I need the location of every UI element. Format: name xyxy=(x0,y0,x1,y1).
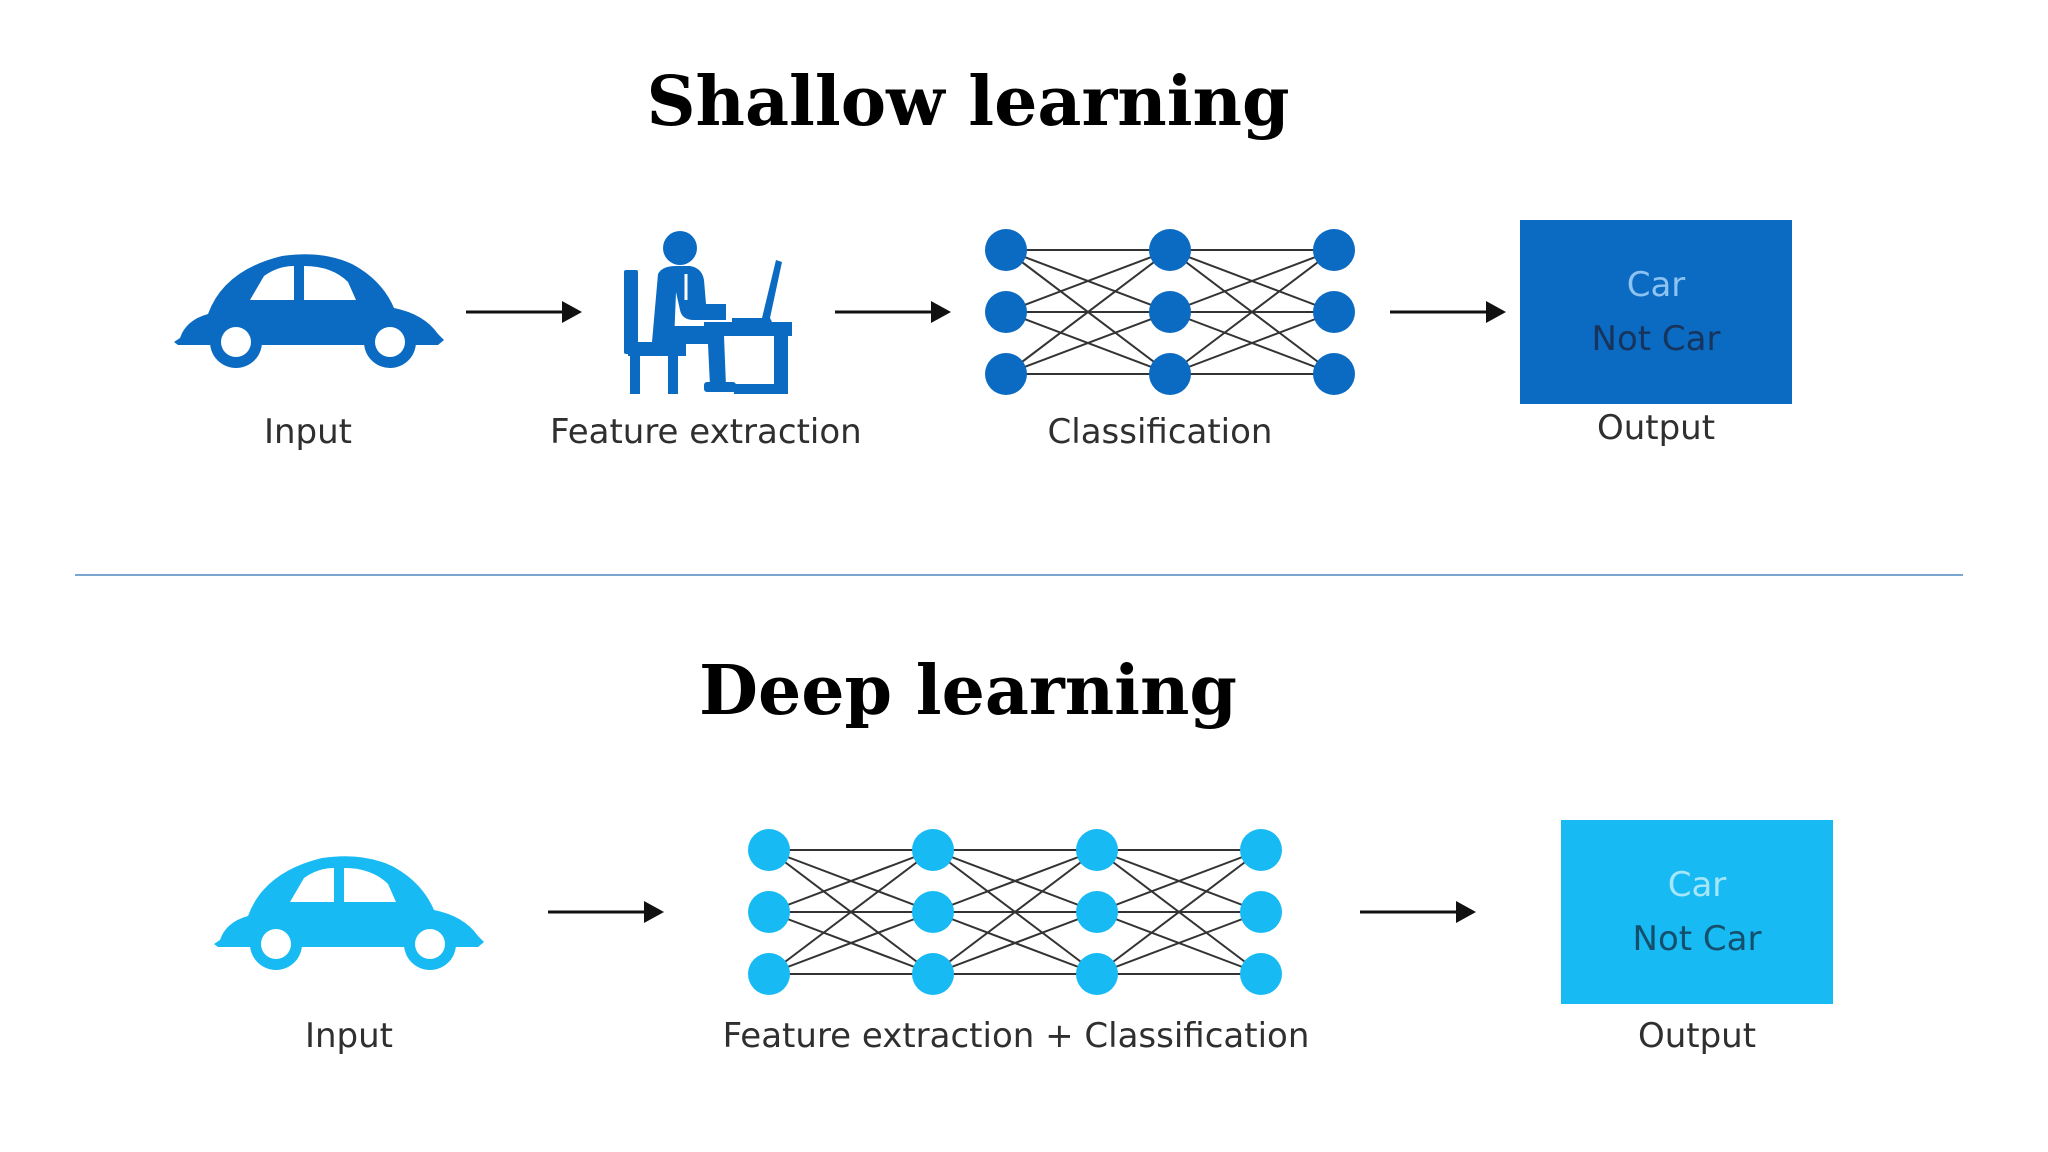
deep-learning-title: Deep learning xyxy=(699,651,1237,731)
arrow-right-icon xyxy=(1360,897,1478,927)
step-label-input: Input xyxy=(263,412,353,452)
shallow-learning-section: Shallow learning Input xyxy=(0,0,2048,576)
output-option-car: Car xyxy=(1667,865,1727,905)
output-option-not-car: Not Car xyxy=(1591,319,1721,359)
deep-learning-section: Deep learning Input xyxy=(0,576,2048,1152)
arrow-right-icon xyxy=(548,897,666,927)
step-label-output: Output xyxy=(1596,408,1716,448)
output-box: Car Not Car xyxy=(1520,220,1792,404)
arrow-right-icon xyxy=(1390,297,1508,327)
shallow-learning-title: Shallow learning xyxy=(646,62,1290,142)
neural-network-icon xyxy=(747,828,1285,998)
step-label-feature-extraction-classification: Feature extraction + Classification xyxy=(722,1016,1310,1056)
neural-network-icon xyxy=(984,228,1358,398)
step-label-classification: Classification xyxy=(1047,412,1273,452)
step-label-feature-extraction: Feature extraction xyxy=(550,412,862,452)
output-option-car: Car xyxy=(1626,265,1686,305)
arrow-right-icon xyxy=(466,297,584,327)
car-icon xyxy=(172,250,448,376)
step-label-input: Input xyxy=(304,1016,394,1056)
output-box: Car Not Car xyxy=(1561,820,1833,1004)
car-icon xyxy=(212,852,488,978)
output-option-not-car: Not Car xyxy=(1632,919,1762,959)
step-label-output: Output xyxy=(1637,1016,1757,1056)
person-at-laptop-icon xyxy=(622,230,792,396)
section-divider xyxy=(75,574,1963,576)
arrow-right-icon xyxy=(835,297,953,327)
